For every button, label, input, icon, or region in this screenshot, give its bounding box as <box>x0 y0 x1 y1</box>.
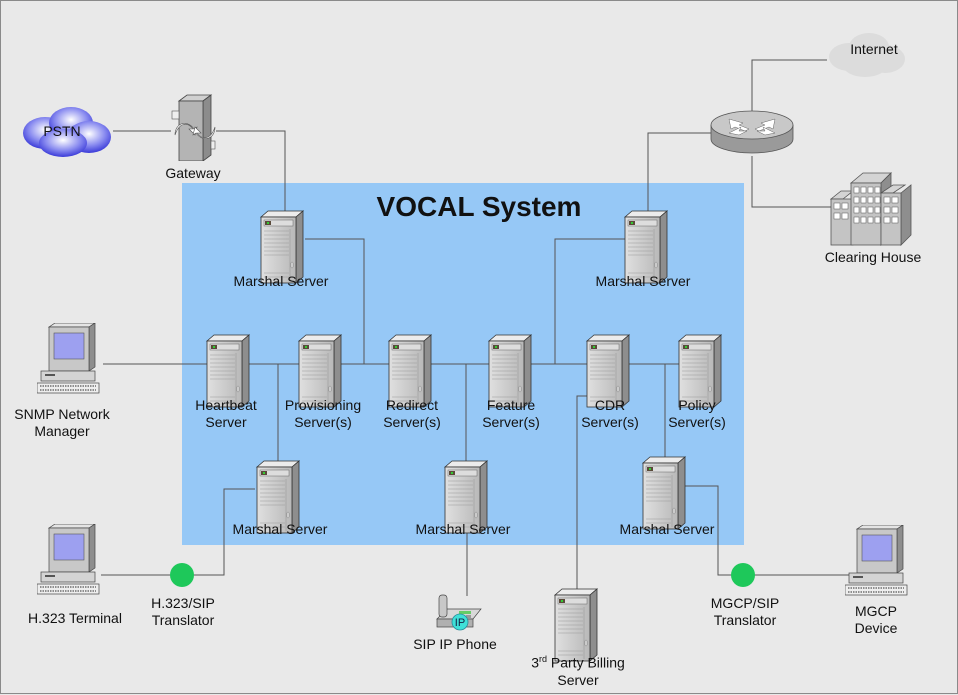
ip-phone-icon[interactable]: IP <box>433 591 483 633</box>
snmp-label-line2: Manager <box>34 423 90 439</box>
internet-label: Internet <box>850 41 898 57</box>
wire-marshal-bottom-left-translator <box>101 488 255 576</box>
billing-label-line2: Server <box>557 671 599 688</box>
provisioning-label-line1: Provisioning <box>284 397 362 413</box>
h323-translator-label-line1: H.323/SIP <box>151 595 215 611</box>
clearing-house-label: Clearing House <box>824 249 922 265</box>
router-icon[interactable] <box>709 107 795 159</box>
wire-router-marshal-top-right <box>647 132 711 213</box>
gateway-label: Gateway <box>165 165 221 181</box>
billing-label-number: 3 <box>531 654 539 671</box>
mgcp-translator-label-line2: Translator <box>713 612 777 628</box>
marshal-bottom-mid-label: Marshal Server <box>415 521 511 537</box>
translator-dot-icon[interactable] <box>169 562 195 588</box>
cdr-label-line1: CDR <box>594 397 626 413</box>
mgcp-device-label-line2: Device <box>854 620 898 636</box>
billing-label-suffix: rd <box>538 654 547 664</box>
heartbeat-label-line2: Server <box>205 414 247 430</box>
policy-label-line2: Server(s) <box>668 414 726 430</box>
marshal-top-right-label: Marshal Server <box>595 273 691 289</box>
workstation-icon[interactable] <box>845 525 909 597</box>
server-icon[interactable] <box>641 455 689 531</box>
wire-router-clearing-house <box>751 156 831 208</box>
snmp-label-line1: SNMP Network <box>14 406 110 422</box>
pstn-label: PSTN <box>43 123 81 139</box>
wire-marshal-bottom-right-translator <box>685 485 851 576</box>
mgcp-translator-label-line1: MGCP/SIP <box>710 595 780 611</box>
wire-marshal-top-left-bus <box>305 238 365 364</box>
diagram-title: VOCAL System <box>376 191 582 222</box>
policy-label-line1: Policy <box>678 397 716 413</box>
heartbeat-label-line1: Heartbeat <box>195 397 257 413</box>
building-icon[interactable] <box>829 169 927 247</box>
wire-marshal-top-right-bus <box>554 238 625 364</box>
cloud-icon[interactable] <box>827 29 907 81</box>
h323-translator-label-line2: Translator <box>151 612 215 628</box>
wire-router-internet <box>751 59 827 111</box>
redirect-label-line2: Server(s) <box>383 414 441 430</box>
translator-dot-icon[interactable] <box>730 562 756 588</box>
marshal-bottom-right-label: Marshal Server <box>619 521 715 537</box>
ip-badge-text: IP <box>455 617 465 629</box>
feature-label-line1: Feature <box>486 397 536 413</box>
billing-label-line1: Party Billing <box>547 654 625 671</box>
wire-gateway-marshal-top-left <box>216 130 286 213</box>
cloud-icon[interactable] <box>21 101 113 161</box>
cdr-label-line2: Server(s) <box>581 414 639 430</box>
workstation-icon[interactable] <box>37 524 101 596</box>
h323-terminal-label: H.323 Terminal <box>28 610 122 626</box>
redirect-label-line1: Redirect <box>385 397 439 413</box>
marshal-top-left-label: Marshal Server <box>233 273 329 289</box>
mgcp-device-label-line1: MGCP <box>854 603 897 619</box>
marshal-bottom-left-label: Marshal Server <box>232 521 328 537</box>
sip-phone-label: SIP IP Phone <box>413 636 497 652</box>
gateway-icon[interactable] <box>169 93 219 161</box>
feature-label-line2: Server(s) <box>482 414 540 430</box>
workstation-icon[interactable] <box>37 323 101 395</box>
provisioning-label-line2: Server(s) <box>294 414 352 430</box>
